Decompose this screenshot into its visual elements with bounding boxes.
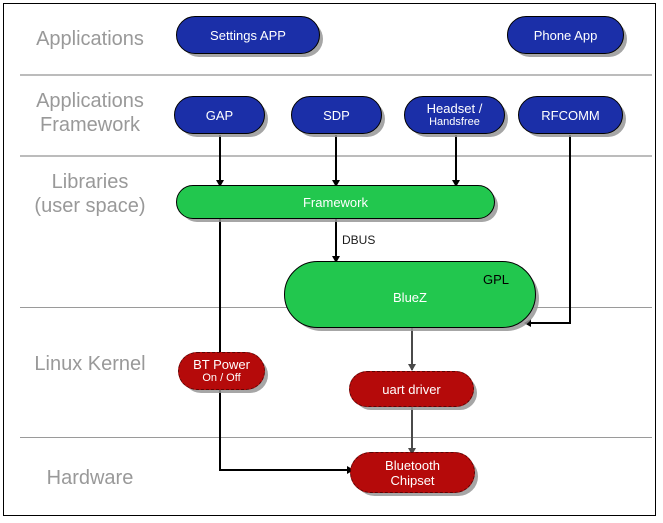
node-sdp[interactable]: SDP [291, 96, 382, 134]
divider-kernel [20, 437, 652, 438]
node-phone-app-label: Phone App [533, 27, 598, 43]
tier-label-applications-framework: Applications Framework [36, 90, 144, 136]
node-bluez[interactable]: GPL BlueZ [284, 261, 536, 328]
edge-bluez-to-uart-line [411, 328, 413, 370]
node-bluetooth-chipset-label-line1: Bluetooth [385, 457, 440, 473]
tier-label-libraries: Libraries (user space) [34, 171, 146, 217]
node-bluetooth-chipset[interactable]: Bluetooth Chipset [350, 452, 475, 493]
node-headset-handsfree-label-line1: Headset / [426, 101, 483, 116]
diagram-frame [3, 3, 656, 516]
tier-label-linux-kernel: Linux Kernel [34, 353, 146, 375]
edge-rfcomm-to-bluez-arrow [524, 319, 531, 327]
tier-label-hardware: Hardware [46, 467, 134, 489]
node-headset-handsfree-label-line2: Handsfree [429, 116, 480, 128]
node-settings-app[interactable]: Settings APP [176, 16, 320, 54]
node-bluetooth-chipset-label-line2: Chipset [390, 472, 435, 488]
edge-framework-to-bluez-arrow [332, 256, 340, 263]
node-bt-power[interactable]: BT Power On / Off [178, 352, 265, 390]
node-bluez-label: BlueZ [393, 290, 427, 305]
node-gap[interactable]: GAP [174, 96, 265, 134]
edge-headset-to-framework-arrow [452, 180, 460, 187]
edge-bluez-to-uart-arrow [408, 364, 416, 371]
node-settings-app-label: Settings APP [210, 27, 286, 43]
node-bt-power-label-line1: BT Power [193, 357, 250, 372]
node-rfcomm[interactable]: RFCOMM [518, 96, 623, 134]
node-uart-driver[interactable]: uart driver [349, 371, 474, 407]
node-uart-driver-label: uart driver [382, 381, 441, 397]
edge-framework-to-bluez-line [335, 218, 337, 263]
edge-framework-to-chipset-hline [219, 469, 349, 471]
edge-label-dbus: DBUS [342, 233, 376, 247]
node-headset-handsfree[interactable]: Headset / Handsfree [404, 96, 505, 134]
node-bt-power-label-line2: On / Off [202, 372, 241, 384]
edge-sdp-to-framework-arrow [332, 180, 340, 187]
edge-gap-to-framework-arrow [216, 180, 224, 187]
edge-gap-to-framework-line [219, 135, 221, 185]
edge-rfcomm-to-bluez-hline [530, 322, 571, 324]
node-phone-app[interactable]: Phone App [507, 16, 624, 54]
divider-applications [20, 74, 652, 76]
node-framework-label: Framework [302, 194, 368, 210]
node-sdp-label: SDP [323, 107, 350, 123]
node-gap-label: GAP [205, 107, 234, 123]
edge-rfcomm-to-bluez-vline [569, 135, 571, 324]
tier-label-applications: Applications [36, 28, 144, 50]
edge-sdp-to-framework-line [335, 135, 337, 185]
node-bluez-license-label: GPL [482, 272, 509, 287]
edge-framework-to-chipset-vline [219, 218, 221, 471]
edge-headset-to-framework-line [455, 135, 457, 185]
node-rfcomm-label: RFCOMM [541, 107, 600, 123]
edge-uart-to-chipset-line [411, 406, 413, 454]
node-framework[interactable]: Framework [176, 185, 495, 219]
